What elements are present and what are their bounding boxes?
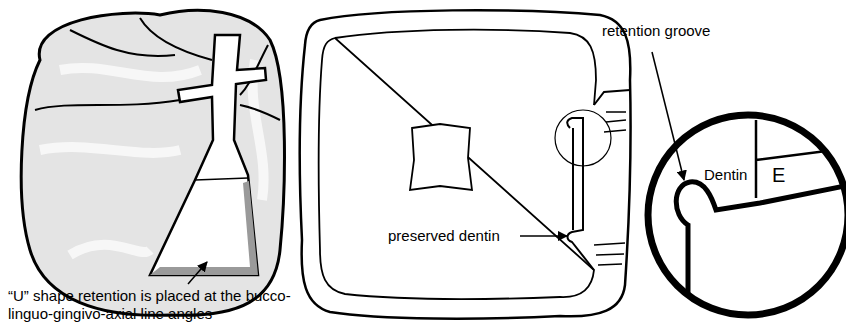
caption-note: “U” shape retention is placed at the buc… xyxy=(8,287,308,323)
cross-section xyxy=(300,10,631,318)
callout-label: retention groove xyxy=(602,22,762,40)
tissue-label: Dentin xyxy=(704,166,756,184)
tissue-label: E xyxy=(772,164,802,187)
magnified-detail xyxy=(648,52,846,320)
callout-label: preserved dentin xyxy=(388,227,518,245)
occlusal-tooth xyxy=(21,10,284,315)
